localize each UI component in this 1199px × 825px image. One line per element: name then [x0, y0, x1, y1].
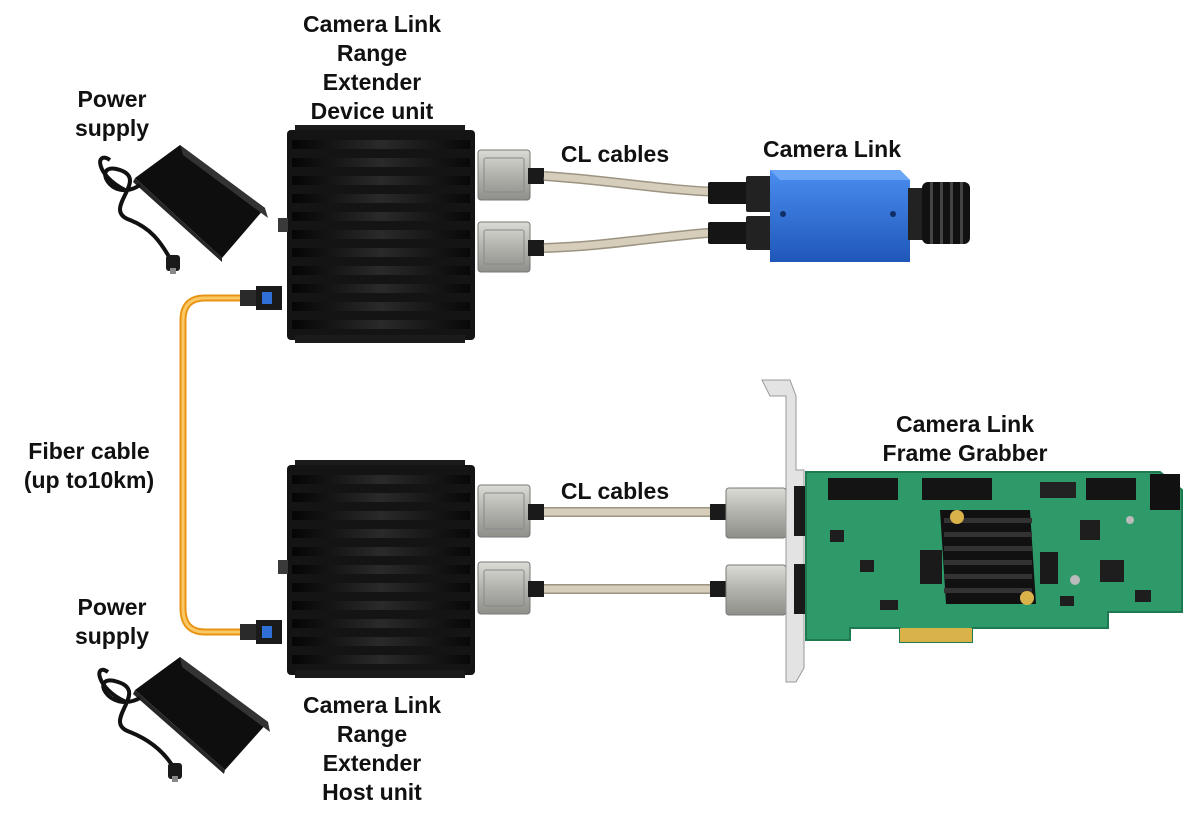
device-unit-label: Camera Link Range Extender Device unit [282, 10, 462, 126]
power-supply-top-label-line-2: supply [74, 115, 150, 141]
cl-cables-bottom-label: CL cables [560, 478, 670, 504]
fiber-cable-label-line-2: (up to10km) [23, 467, 155, 493]
cl-cables-top-label: CL cables [560, 141, 670, 167]
frame-grabber-card [761, 379, 1183, 683]
frame-grabber-label-line-1: Camera Link [895, 411, 1035, 437]
power-supply-bottom-label: Power supply [56, 593, 168, 651]
heatsink-fins-top [292, 140, 470, 329]
fiber-cable-label-line-1: Fiber cable [28, 438, 150, 464]
host-unit-label-line-4: Host unit [322, 779, 422, 805]
power-supply-top-label: Power supply [56, 85, 168, 143]
power-supply-top-label-line-1: Power [77, 86, 147, 112]
host-unit-label-line-3: Extender [322, 750, 422, 776]
device-unit-label-line-4: Device unit [310, 98, 434, 124]
device-unit-label-line-3: Extender [322, 69, 422, 95]
frame-grabber-label-line-2: Frame Grabber [882, 440, 1048, 466]
camera-label: Camera Link [762, 136, 902, 162]
frame-grabber-label: Camera Link Frame Grabber [860, 410, 1070, 468]
host-unit-label-line-2: Range [336, 721, 408, 747]
power-supply-top [98, 145, 268, 274]
power-supply-bottom [97, 657, 270, 782]
extender-host-unit [240, 460, 475, 678]
extender-device-unit [240, 125, 475, 343]
device-unit-label-line-2: Range [336, 40, 408, 66]
host-unit-label: Camera Link Range Extender Host unit [282, 691, 462, 807]
power-supply-bottom-label-line-2: supply [74, 623, 150, 649]
cl-cables-bottom [477, 484, 787, 616]
fiber-cable [179, 294, 252, 636]
heatsink-fins-bottom [292, 475, 470, 664]
device-unit-label-line-1: Camera Link [302, 11, 442, 37]
host-unit-label-line-1: Camera Link [302, 692, 442, 718]
camera-link-camera [770, 170, 970, 262]
power-supply-bottom-label-line-1: Power [77, 594, 147, 620]
fiber-cable-label: Fiber cable (up to10km) [8, 437, 170, 495]
cl-cables-top [477, 149, 772, 273]
